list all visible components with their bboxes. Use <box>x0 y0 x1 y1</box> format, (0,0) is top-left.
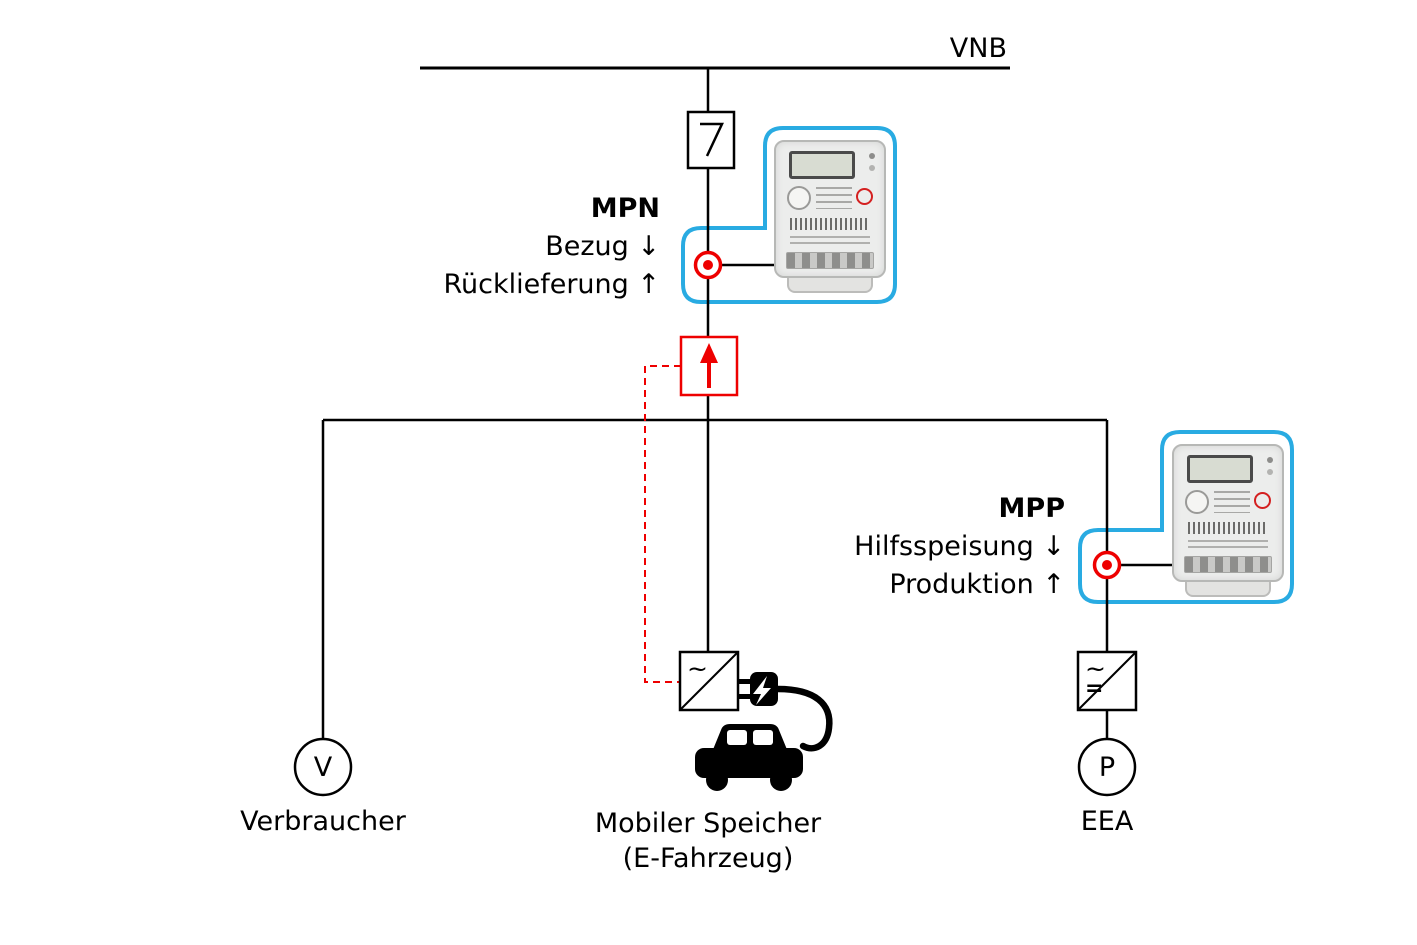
generator-inverter-diagonal <box>1077 651 1137 711</box>
consumer-symbol: V <box>313 752 333 783</box>
plug-prong-bottom <box>738 694 752 699</box>
meter-label-text-lines <box>816 187 852 209</box>
fuse-symbol <box>700 122 724 157</box>
direction-arrow-head <box>700 343 718 363</box>
consumer-label: Verbraucher <box>240 806 406 837</box>
meter-info-icon <box>856 188 873 205</box>
control-dashed-line <box>644 365 681 683</box>
meter-led2-icon <box>869 165 875 171</box>
meter-optical-port-icon <box>787 186 811 210</box>
meter-lcd-display <box>1187 455 1253 483</box>
car-roof <box>712 724 788 752</box>
mpp-label-block: MPP Hilfsspeisung ↓ Produktion ↑ <box>780 490 1065 604</box>
meter-terminal-cover <box>1185 582 1271 597</box>
storage-label-line2: (E-Fahrzeug) <box>622 843 794 874</box>
car-window-front <box>727 730 747 745</box>
mpn-import-label: Bezug ↓ <box>545 231 660 262</box>
plug-prong-top <box>738 679 752 684</box>
mpp-production-label: Produktion ↑ <box>889 569 1065 600</box>
car-window-rear <box>753 730 773 745</box>
generator-inverter-ac-symbol: ~ <box>1085 654 1106 683</box>
storage-inverter-ac-symbol: ~ <box>687 654 708 683</box>
meter-body <box>774 140 886 278</box>
meter-led-icon <box>869 153 875 159</box>
meter-body <box>1172 444 1284 582</box>
mpn-title: MPN <box>590 193 660 224</box>
vnb-label: VNB <box>949 33 1007 64</box>
meter-nameplate <box>1188 540 1268 548</box>
mpp-measuring-dot <box>1102 560 1112 570</box>
lightning-icon <box>753 676 771 705</box>
meter-barcode <box>1188 522 1268 534</box>
meter-nameplate <box>790 236 870 244</box>
mpp-meter-image <box>1172 444 1284 597</box>
meter-info-icon <box>1254 492 1271 509</box>
meter-led-icon <box>1267 457 1273 463</box>
storage-label-line1: Mobiler Speicher <box>594 808 822 839</box>
meter-lcd-display <box>789 151 855 179</box>
mpp-title: MPP <box>998 493 1065 524</box>
meter-label-text-lines <box>1214 491 1250 513</box>
generator-symbol: P <box>1098 752 1116 783</box>
mpn-export-label: Rücklieferung ↑ <box>443 269 660 300</box>
meter-barcode <box>790 218 870 230</box>
generator-circle <box>1077 737 1137 797</box>
charging-cable <box>774 685 833 752</box>
fuse-box <box>686 110 736 170</box>
meter-terminal-strip <box>786 252 874 269</box>
car-wheel-right <box>770 769 792 791</box>
generator-label: EEA <box>1080 806 1134 837</box>
meter-terminal-strip <box>1184 556 1272 573</box>
mpn-label-block: MPN Bezug ↓ Rücklieferung ↑ <box>380 190 660 304</box>
car-wheel-left <box>706 769 728 791</box>
mpp-aux-label: Hilfsspeisung ↓ <box>854 531 1065 562</box>
consumer-circle <box>293 737 353 797</box>
generator-inverter-dc-symbol: = <box>1085 676 1104 701</box>
meter-optical-port-icon <box>1185 490 1209 514</box>
storage-inverter-diagonal <box>679 651 739 711</box>
meter-led2-icon <box>1267 469 1273 475</box>
meter-terminal-cover <box>787 278 873 293</box>
mpn-meter-image <box>774 140 886 293</box>
mpn-measuring-dot <box>703 260 713 270</box>
